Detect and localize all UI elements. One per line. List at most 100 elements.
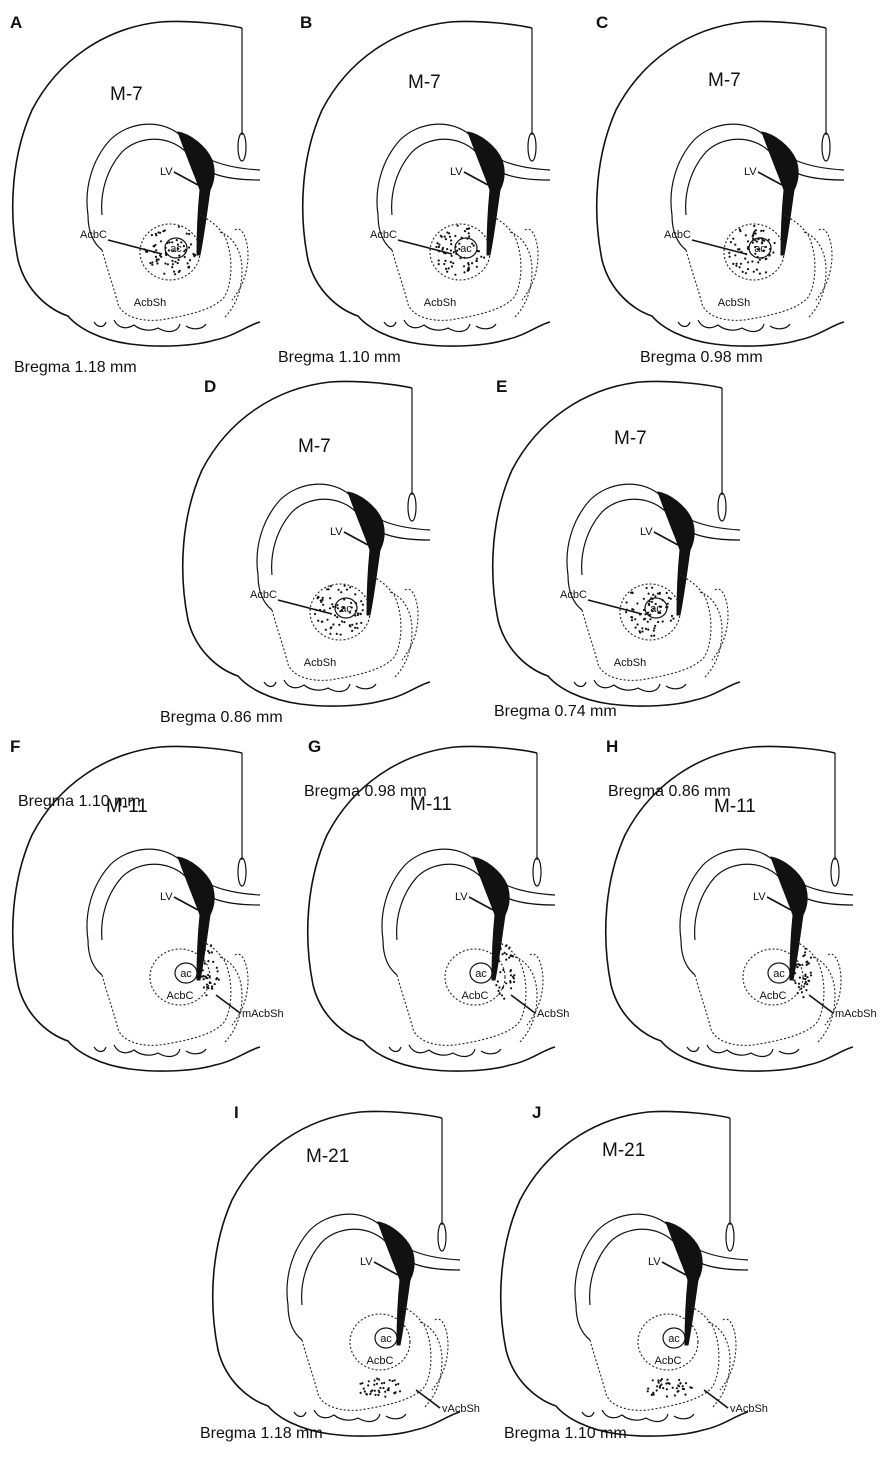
bregma-level-label: Bregma 0.86 mm bbox=[160, 709, 283, 726]
labelled-cell-dot bbox=[391, 1379, 394, 1383]
labelled-cell-dot bbox=[804, 980, 808, 984]
labelled-cell-dot bbox=[454, 273, 457, 276]
labelled-cell-dot bbox=[653, 627, 656, 630]
labelled-cell-dot bbox=[215, 977, 219, 980]
labelled-cell-dot bbox=[809, 971, 812, 974]
labelled-cell-dot bbox=[332, 623, 335, 626]
labelled-cell-dot bbox=[349, 586, 352, 589]
labelled-cell-dot bbox=[509, 954, 512, 958]
labelled-cell-dot bbox=[671, 1386, 674, 1389]
labelled-cell-dot bbox=[657, 611, 660, 615]
labelled-cell-dot bbox=[340, 591, 343, 594]
labelled-cell-dot bbox=[458, 242, 461, 245]
labelled-cell-dot bbox=[331, 603, 334, 606]
labelled-cell-dot bbox=[435, 245, 438, 249]
labelled-cell-dot bbox=[754, 229, 758, 232]
labelled-cell-dot bbox=[656, 592, 660, 595]
anterior-commissure-label: ac bbox=[460, 243, 472, 255]
anterior-commissure-label: ac bbox=[668, 1333, 680, 1345]
labelled-cell-dot bbox=[166, 263, 169, 266]
labelled-cell-dot bbox=[659, 611, 662, 615]
labelled-cell-dot bbox=[336, 616, 339, 619]
labelled-cell-dot bbox=[636, 623, 639, 626]
labelled-cell-dot bbox=[445, 267, 448, 270]
accumbens-core-outline bbox=[723, 223, 785, 281]
labelled-cell-dot bbox=[386, 1388, 389, 1391]
labelled-cell-dot bbox=[343, 584, 346, 587]
labelled-cell-dot bbox=[388, 1379, 391, 1382]
labelled-cell-dot bbox=[745, 253, 748, 256]
labelled-cell-dot bbox=[436, 242, 439, 245]
labelled-cell-dot bbox=[454, 245, 457, 248]
accumbens-core-outline bbox=[309, 583, 371, 641]
labelled-cell-dot bbox=[154, 232, 157, 235]
labelled-cell-dot bbox=[348, 611, 351, 614]
labelled-cell-dot bbox=[666, 605, 669, 609]
panel-letter: F bbox=[10, 737, 20, 756]
labelled-cell-dot bbox=[443, 235, 446, 238]
labelled-cell-dot bbox=[495, 984, 498, 987]
labelled-cell-dot bbox=[762, 229, 765, 232]
labelled-cell-dot bbox=[350, 601, 353, 605]
labelled-cell-dot bbox=[509, 974, 513, 977]
accumbens-core-label: AcbC bbox=[655, 1355, 682, 1367]
labelled-cell-dot bbox=[651, 1379, 654, 1382]
anterior-commissure bbox=[662, 1327, 686, 1349]
labelled-cell-dot bbox=[665, 591, 668, 595]
labelled-cell-dot bbox=[509, 980, 512, 983]
labelled-cell-dot bbox=[646, 1390, 649, 1393]
labelled-cell-dot bbox=[441, 246, 445, 250]
labelled-cell-dot bbox=[756, 248, 760, 251]
labelled-cell-dot bbox=[207, 960, 210, 963]
labelled-cell-dot bbox=[373, 1383, 376, 1386]
labelled-cell-dot bbox=[448, 232, 451, 235]
labelled-cell-dot bbox=[394, 1383, 397, 1386]
labelled-cell-dot bbox=[177, 225, 180, 228]
labelled-cell-dot bbox=[758, 272, 762, 275]
labelled-cell-dot bbox=[510, 987, 513, 990]
labelled-cell-dot bbox=[468, 235, 471, 238]
labelled-cell-dot bbox=[151, 263, 154, 266]
labelled-cell-dot bbox=[751, 241, 754, 244]
mouse-id-label: M-7 bbox=[110, 84, 143, 105]
accumbens-shell-label: vAcbSh bbox=[730, 1403, 768, 1415]
mouse-id-label: M-21 bbox=[306, 1146, 349, 1167]
labelled-cell-dot bbox=[645, 586, 648, 590]
accumbens-core-label: AcbC bbox=[80, 229, 107, 241]
labelled-cell-dot bbox=[644, 613, 647, 616]
labelled-cell-dot bbox=[354, 614, 357, 617]
labelled-cell-dot bbox=[657, 1381, 660, 1384]
accumbens-shell-leader bbox=[415, 1389, 441, 1409]
labelled-cell-dot bbox=[761, 241, 764, 244]
labelled-cell-dot bbox=[501, 986, 504, 989]
labelled-cell-dot bbox=[650, 1393, 654, 1396]
labelled-cell-dot bbox=[472, 244, 475, 247]
labelled-cell-dot bbox=[456, 224, 459, 227]
labelled-cell-dot bbox=[317, 595, 320, 599]
labelled-cell-dot bbox=[210, 951, 213, 954]
panel-letter: G bbox=[308, 737, 321, 756]
labelled-cell-dot bbox=[167, 249, 170, 252]
labelled-cell-dot bbox=[192, 252, 195, 256]
labelled-cell-dot bbox=[326, 618, 329, 621]
labelled-cell-dot bbox=[155, 249, 158, 252]
labelled-cell-dot bbox=[499, 971, 502, 974]
labelled-cell-dot bbox=[669, 619, 673, 622]
labelled-cell-dot bbox=[497, 956, 500, 959]
bregma-level-label: Bregma 1.10 mm bbox=[278, 349, 401, 366]
lateral-ventricle-label: LV bbox=[330, 526, 343, 538]
labelled-cell-dot bbox=[647, 1387, 650, 1390]
labelled-cell-dot bbox=[437, 263, 440, 266]
anterior-commissure-label: ac bbox=[475, 968, 487, 980]
labelled-cell-dot bbox=[383, 1381, 386, 1384]
labelled-cell-dot bbox=[650, 600, 654, 603]
labelled-cell-dot bbox=[649, 613, 652, 616]
labelled-cell-dot bbox=[320, 600, 323, 604]
labelled-cell-dot bbox=[804, 951, 807, 954]
labelled-cell-dot bbox=[732, 237, 735, 240]
labelled-cell-dot bbox=[350, 606, 353, 609]
labelled-cell-dot bbox=[176, 262, 179, 265]
lateral-ventricle-label: LV bbox=[160, 166, 173, 178]
labelled-cell-dot bbox=[162, 230, 165, 233]
